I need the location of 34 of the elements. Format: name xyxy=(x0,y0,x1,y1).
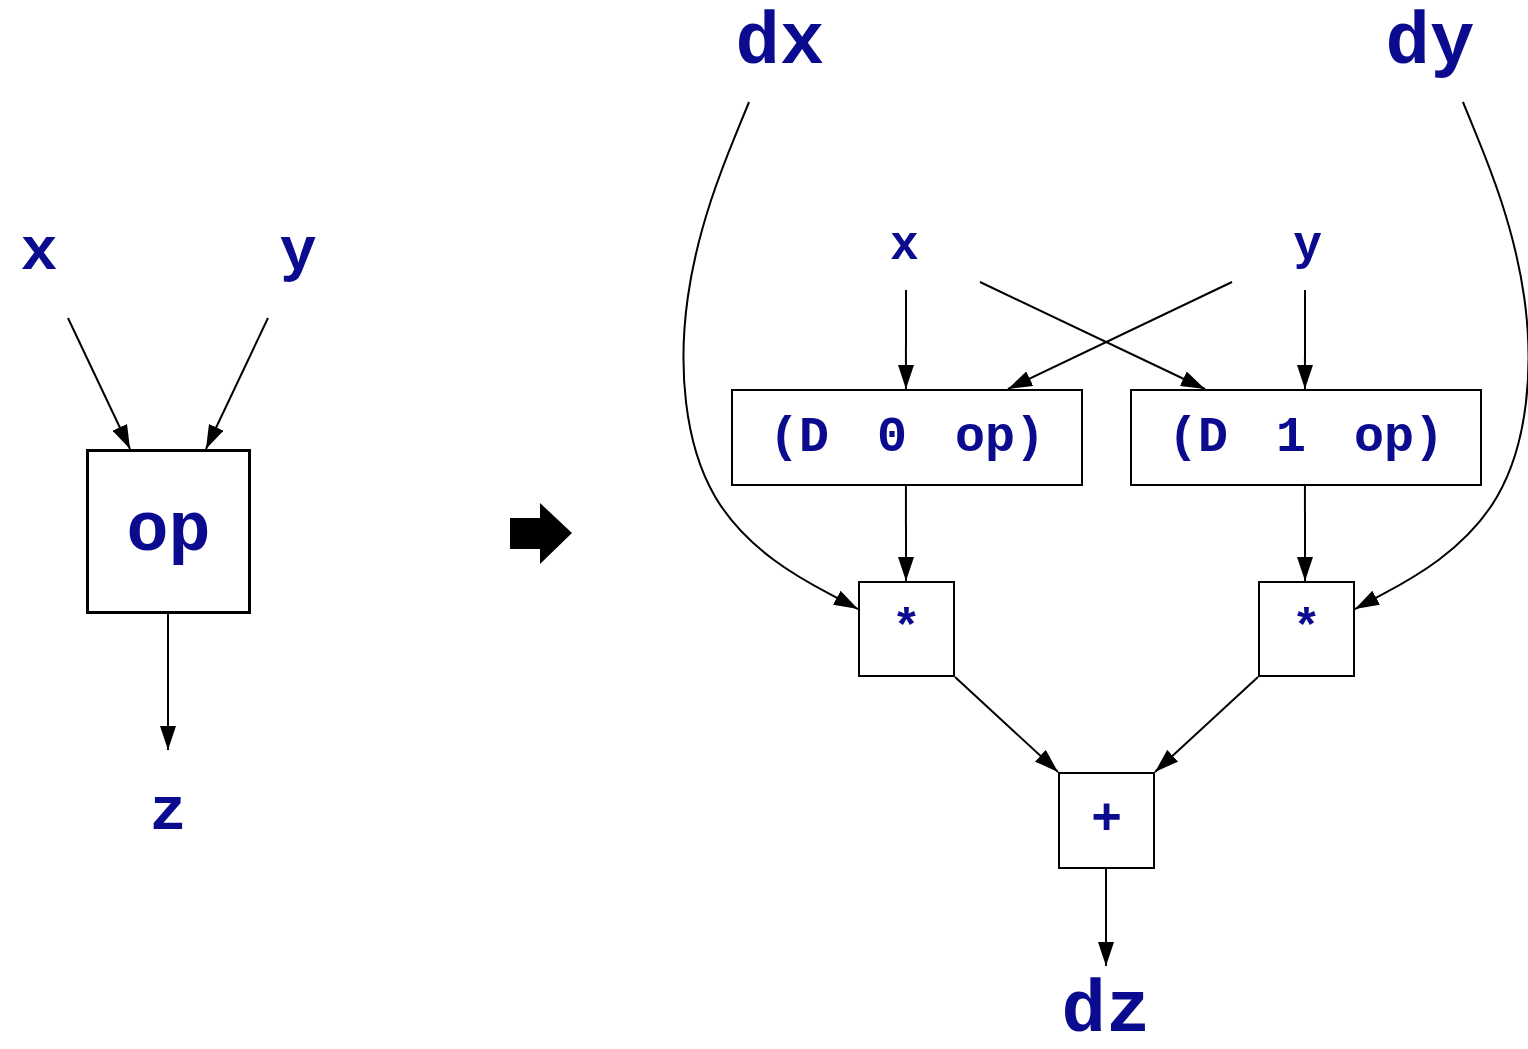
arrow xyxy=(1007,281,1233,390)
operation-label: + xyxy=(1090,794,1123,847)
arrow xyxy=(204,317,269,450)
variable-label: dy xyxy=(1385,6,1475,80)
arrow xyxy=(1154,676,1259,773)
variable-label: y xyxy=(1293,222,1322,270)
operation-box xyxy=(1258,581,1355,677)
operation-box xyxy=(858,581,955,677)
arrow xyxy=(898,485,914,582)
variable-label: dx xyxy=(735,6,825,80)
operation-label: * xyxy=(892,605,921,653)
arrow xyxy=(160,613,176,751)
arrow xyxy=(954,676,1059,773)
arrow xyxy=(979,281,1206,390)
arrow xyxy=(1296,289,1313,390)
operation-label: (D 1 op) xyxy=(1167,412,1444,463)
variable-label: x xyxy=(20,222,58,284)
operation-label: (D 0 op) xyxy=(768,412,1045,463)
arrow xyxy=(897,289,914,390)
operation-box xyxy=(1130,389,1482,486)
variable-label: dz xyxy=(1061,974,1151,1048)
arrow xyxy=(1354,101,1528,611)
operation-box xyxy=(731,389,1083,486)
operation-box xyxy=(86,449,251,614)
operation-box xyxy=(1058,772,1155,869)
arrow xyxy=(1098,868,1114,967)
operation-label: * xyxy=(1292,605,1321,653)
arrow xyxy=(1297,485,1313,582)
arrow xyxy=(682,101,859,611)
operation-label: op xyxy=(126,496,211,567)
arrow xyxy=(66,317,132,450)
variable-label: x xyxy=(890,222,919,270)
variable-label: y xyxy=(279,222,317,284)
variable-label: z xyxy=(149,782,187,844)
